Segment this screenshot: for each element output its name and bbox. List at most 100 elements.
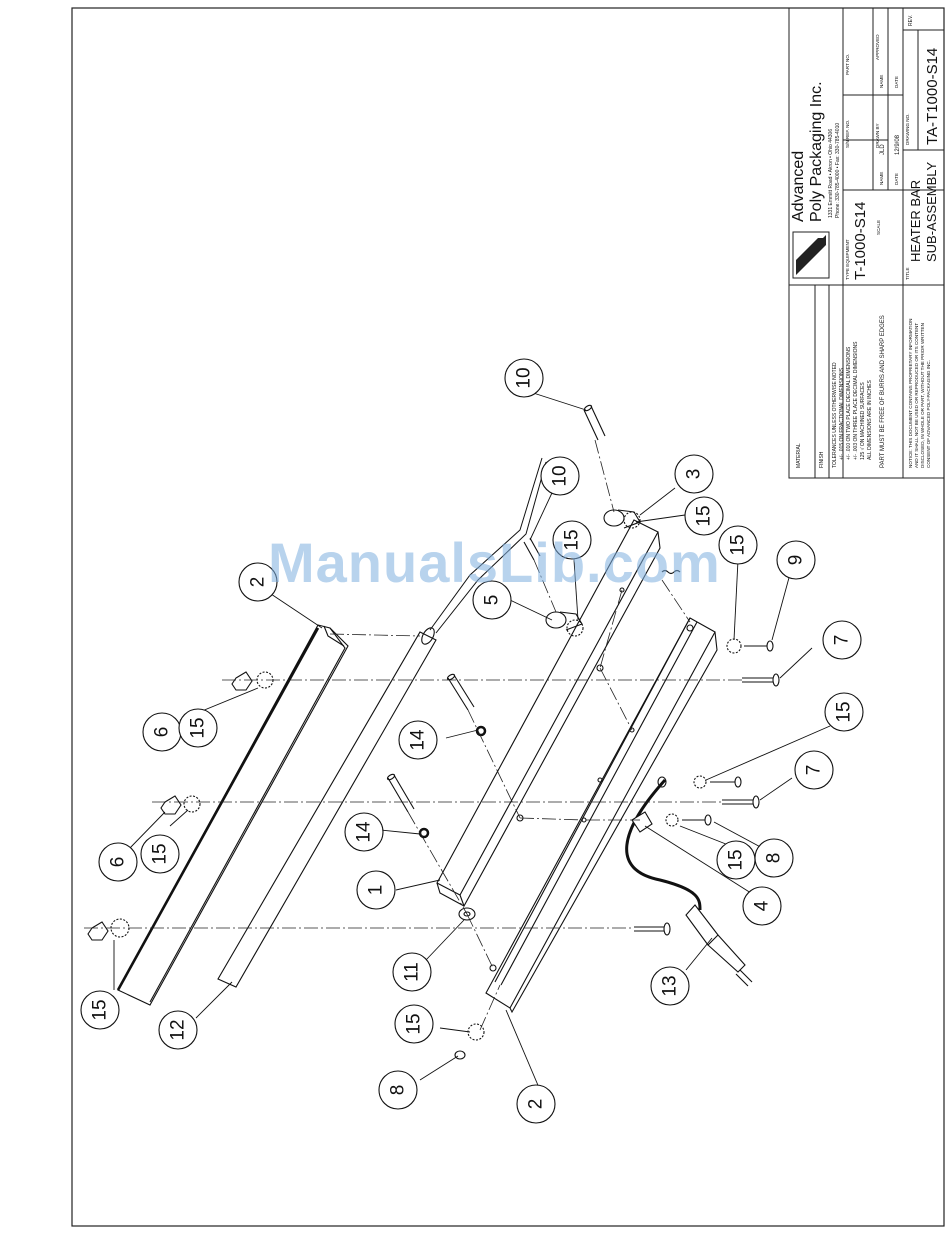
- balloon-label: 8: [764, 853, 785, 864]
- balloon-circle: [674, 454, 714, 494]
- balloon-circle: [504, 358, 544, 398]
- heater-bar-channel-bottom: [485, 617, 718, 1014]
- balloon-circle: [140, 834, 180, 874]
- balloon-label: 15: [834, 701, 855, 722]
- balloon-6: 6: [98, 842, 138, 882]
- tolerance-1: TOLERANCES UNLESS OTHERWISE NOTED: [832, 362, 838, 468]
- balloon-15: 15: [684, 496, 724, 536]
- balloon-circle: [178, 708, 218, 748]
- drawing-no-label: DRAWING NO.: [905, 114, 910, 145]
- title-line2: SUB-ASSEMBLY: [924, 161, 939, 262]
- balloon-circle: [378, 1070, 418, 1110]
- balloon-label: 7: [804, 765, 825, 776]
- balloon-label: 9: [786, 555, 807, 566]
- pin-10-lower: [523, 537, 541, 561]
- balloon-label: 6: [152, 727, 173, 738]
- balloon-label: 15: [694, 505, 715, 526]
- balloon-circle: [98, 842, 138, 882]
- balloon-7: 7: [822, 620, 862, 660]
- tolerance-6: ALL DIMENSIONS ARE IN INCHES: [867, 380, 873, 460]
- balloon-label: 15: [562, 529, 583, 550]
- bolt-7-lower: [722, 795, 760, 809]
- notice-1: NOTICE: THIS DOCUMENT CONTAINS PROPRIETA…: [908, 319, 913, 468]
- balloon-circle: [718, 525, 758, 565]
- title-label: TITLE: [905, 267, 910, 280]
- balloon-15: 15: [178, 708, 218, 748]
- tolerance-5: 125 √ ON MACHINED SURFACES: [859, 382, 866, 460]
- balloon-circle: [472, 580, 512, 620]
- balloon-label: 4: [752, 900, 773, 911]
- balloon-2: 2: [238, 562, 278, 602]
- balloon-label: 12: [168, 1019, 189, 1040]
- balloon-15: 15: [716, 840, 756, 880]
- balloon-label: 15: [188, 717, 209, 738]
- balloon-circle: [516, 1084, 556, 1124]
- heater-bar-channel-top: [116, 624, 349, 1006]
- balloon-9: 9: [776, 540, 816, 580]
- company-address: 1331 Emmitt Road • Akron • Ohio 44306: [828, 129, 834, 218]
- balloon-label: 2: [526, 1099, 547, 1110]
- nut-washer-lower: [87, 918, 130, 941]
- heater-bar-body: [436, 519, 661, 908]
- approved-name-label: NAME: [879, 75, 884, 88]
- bolt-lower-left: [634, 922, 671, 936]
- balloon-circle: [650, 966, 690, 1006]
- balloon-label: 15: [728, 534, 749, 555]
- balloon-circle: [552, 520, 592, 560]
- balloon-15: 15: [824, 692, 864, 732]
- screw-9: [726, 638, 774, 654]
- sheet-border: [71, 7, 945, 1227]
- balloon-14: 14: [344, 812, 384, 852]
- balloon-label: 8: [388, 1085, 409, 1096]
- burrs-note: PART MUST BE FREE OF BURRS AND SHARP EDG…: [880, 315, 886, 468]
- exploded-parts: [87, 404, 780, 1060]
- balloon-label: 6: [108, 857, 129, 868]
- balloon-15: 15: [394, 1004, 434, 1044]
- balloon-14: 14: [398, 720, 438, 760]
- notice-4: CONSENT OF ADVANCED POLY-PACKAGING INC.: [926, 360, 931, 468]
- balloon-5: 5: [472, 580, 512, 620]
- tolerance-3: +/- .010 ON TWO PLACE DECIMAL DIMENSIONS: [846, 346, 852, 460]
- balloon-3: 3: [674, 454, 714, 494]
- balloon-4: 4: [742, 886, 782, 926]
- balloon-circle: [540, 456, 580, 496]
- part-no-label: PART NO.: [845, 54, 850, 75]
- balloon-circle: [822, 620, 862, 660]
- drawn-name-label: NAME: [879, 172, 884, 185]
- balloon-circle: [158, 1010, 198, 1050]
- drawn-date-label: DATE: [894, 173, 899, 185]
- tolerance-2: +/- .015 ON FRACTIONAL DIMENSIONS: [839, 367, 845, 460]
- assembly-centerlines: [84, 439, 742, 1031]
- balloon-circle: [392, 952, 432, 992]
- finish-label: FINISH: [819, 451, 825, 468]
- pin-14-upper: [446, 673, 487, 737]
- sn-ref-label: S/N REF. NO.: [845, 120, 850, 148]
- tolerance-4: +/- .003 ON THREE PLACE DECIMAL DIMENSIO…: [853, 341, 859, 460]
- company-line2: Poly Packaging Inc.: [808, 81, 825, 222]
- thermostat-5: [545, 611, 584, 637]
- title-block-text: Advanced Poly Packaging Inc. 1331 Emmitt…: [790, 15, 941, 468]
- type-equipment-label: TYPE EQUIPMENT: [845, 239, 850, 280]
- approved-label: APPROVED: [875, 34, 880, 60]
- balloon-circle: [80, 990, 120, 1030]
- screw-8-right: [665, 813, 712, 827]
- material-label: MATERIAL: [796, 443, 802, 468]
- spring: [661, 569, 681, 575]
- balloon-circle: [344, 812, 384, 852]
- balloon-label: 15: [404, 1013, 425, 1034]
- title-block: [788, 7, 945, 479]
- balloon-7: 7: [794, 750, 834, 790]
- balloon-15: 15: [552, 520, 592, 560]
- pin-10-upper: [583, 404, 606, 441]
- balloon-label: 1: [366, 885, 387, 896]
- bolt-7-upper: [742, 673, 780, 687]
- balloon-circle: [824, 692, 864, 732]
- balloon-label: 3: [684, 469, 705, 480]
- nut-washer-upper: [231, 671, 274, 691]
- balloon-circle: [794, 750, 834, 790]
- balloon-label: 14: [408, 729, 429, 751]
- balloon-1: 1: [356, 870, 396, 910]
- balloon-15: 15: [718, 525, 758, 565]
